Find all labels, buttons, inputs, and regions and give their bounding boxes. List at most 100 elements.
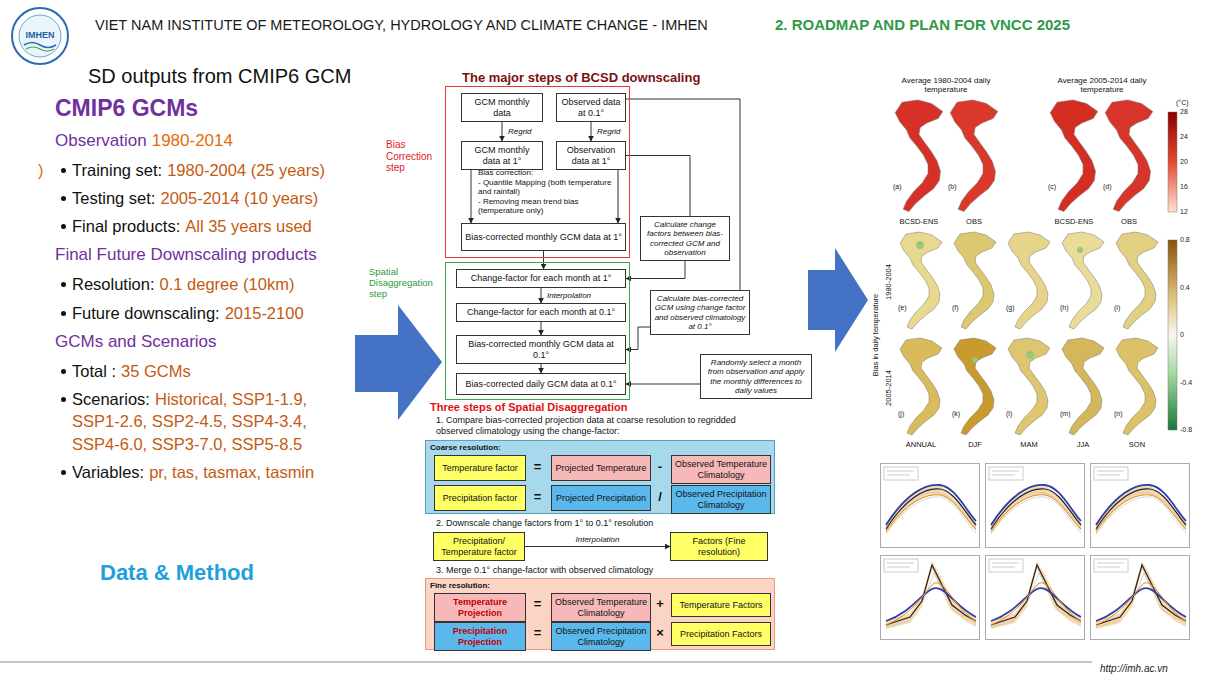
colorbar-tick: -0.4 xyxy=(1180,379,1200,387)
label-wrap: (°C) xyxy=(1176,99,1204,107)
label-wrap: 0.8 xyxy=(1180,236,1200,244)
season-label: JJA xyxy=(1055,440,1111,449)
list-text: Final products: xyxy=(72,217,180,235)
edge-label: Interpolation xyxy=(575,535,619,545)
factor-box: Factors (Fine resolution) xyxy=(670,532,768,561)
term-box: Precipitation Projection xyxy=(434,622,526,651)
text-row: Testing set:2005-2014 (10 years) xyxy=(40,187,352,209)
svg-use xyxy=(881,556,980,640)
connector xyxy=(543,251,544,269)
label-wrap: Bias in daily temperature xyxy=(871,270,881,400)
operator: - xyxy=(650,454,670,480)
text-row: Observation1980-2014 xyxy=(40,129,352,153)
panel-letter: (h) xyxy=(1060,304,1076,312)
edge-label-patch: Interpolation xyxy=(545,291,593,301)
process-box: Change-factor for each month at 0.1° xyxy=(456,303,626,322)
node-text: Precipitation Projection xyxy=(438,626,522,647)
factor-box: Precipitation/ Temperature factor xyxy=(433,532,525,561)
panel-letter: (i) xyxy=(1114,304,1130,312)
map-row xyxy=(895,100,1152,212)
list-text: Final Future Downscaling products xyxy=(55,245,317,264)
svg-use xyxy=(986,464,1085,548)
connector xyxy=(626,261,685,279)
svg-use xyxy=(954,232,996,329)
label-wrap: IMHEN xyxy=(18,30,62,41)
title-wrap: SD outputs from CMIP6 GCM xyxy=(88,64,428,88)
operator: × xyxy=(650,621,670,645)
label-wrap: MAM xyxy=(1001,440,1057,449)
node-text: Precipitation/ Temperature factor xyxy=(437,536,521,557)
svg-path xyxy=(26,47,54,51)
process-box: Bias-corrected monthly GCM data at 1° xyxy=(461,223,626,251)
flow-title: The major steps of BCSD downscaling xyxy=(462,70,782,86)
term-box: Projected Temperature xyxy=(551,455,651,481)
label-wrap: (e) xyxy=(898,304,914,312)
resolution-band: Fine resolution:Temperature ProjectionOb… xyxy=(425,578,775,650)
label-wrap: BCSD-ENS xyxy=(889,217,949,226)
section-heading: 2. ROADMAP AND PLAN FOR VNCC 2025 xyxy=(775,16,1175,34)
process-box: Change-factor for each month at 1° xyxy=(456,269,626,288)
text-row: )Training set:1980-2004 (25 years) xyxy=(40,159,352,181)
label-wrap: -0.8 xyxy=(1180,426,1200,434)
slide-title: SD outputs from CMIP6 GCM xyxy=(88,64,428,88)
label-wrap: (l) xyxy=(1006,410,1022,418)
list-text: GCMs and Scenarios xyxy=(55,332,217,351)
node-text: Temperature Factors xyxy=(679,600,762,610)
svg-use xyxy=(1062,232,1104,329)
connector xyxy=(525,546,670,547)
colorbar-tick: 16 xyxy=(1180,183,1200,191)
label-wrap: = xyxy=(525,621,550,645)
note-box: Calculate change factors between bias-co… xyxy=(640,216,730,261)
label-wrap: OBS xyxy=(1099,217,1159,226)
label-wrap: 1. Compare bias-corrected projection dat… xyxy=(436,415,774,437)
label-wrap: (j) xyxy=(898,410,914,418)
label-wrap: Three steps of Spatial Disaggregation xyxy=(430,401,775,414)
season-label: SON xyxy=(1109,440,1165,449)
operator: = xyxy=(525,484,550,510)
step-text: 1. Compare bias-corrected projection dat… xyxy=(436,415,774,437)
text-row: Final Future Downscaling products xyxy=(40,243,352,267)
node-text: Observed Precipitation Climatology xyxy=(555,626,647,647)
axis-label: 1980-2004 xyxy=(884,252,894,312)
label-wrap: Data & Method xyxy=(100,560,340,586)
label-wrap: (a) xyxy=(893,183,909,191)
section-label: Data & Method xyxy=(100,560,340,586)
label-wrap: = xyxy=(525,484,550,510)
node-text: Temperature Projection xyxy=(438,597,522,618)
node-text: Factors (Fine resolution) xyxy=(674,536,764,557)
map-caption: BCSD-ENS xyxy=(1044,217,1104,226)
node-text: Calculate bias-corrected GCM using chang… xyxy=(654,294,746,331)
svg-use xyxy=(881,464,980,548)
step-region: Spatial Disaggregation stepChange-factor… xyxy=(445,262,630,400)
bullet-dot xyxy=(61,470,66,475)
node-text: Randomly select a month from observation… xyxy=(704,358,808,395)
term-box: Projected Precipitation xyxy=(551,485,651,511)
label-wrap: (h) xyxy=(1060,304,1076,312)
svg-use xyxy=(986,556,1085,640)
list-text: 1980-2014 xyxy=(152,131,233,150)
panel-letter: (k) xyxy=(952,410,968,418)
label-wrap: DJF xyxy=(947,440,1003,449)
panel-letter: (f) xyxy=(952,304,968,312)
process-box: GCM monthly data at 1° xyxy=(461,141,543,170)
label-wrap: 2. Downscale change factors from 1° to 0… xyxy=(436,518,774,529)
label-wrap: (n) xyxy=(1114,410,1130,418)
season-label: DJF xyxy=(947,440,1003,449)
node-text: GCM monthly data at 1° xyxy=(465,145,539,166)
connector xyxy=(626,99,740,290)
map-caption: OBS xyxy=(944,217,1004,226)
node-text: Change-factor for each month at 1° xyxy=(471,273,612,283)
step-region: Bias Correction stepGCM monthly dataObse… xyxy=(445,86,630,258)
map-caption: BCSD-ENS xyxy=(889,217,949,226)
connector xyxy=(626,384,700,385)
operator: / xyxy=(650,484,670,510)
map-row xyxy=(900,232,1158,329)
colorbar-tick: 12 xyxy=(1180,208,1200,216)
node-text: Bias-corrected daily GCM data at 0.1° xyxy=(465,379,616,389)
list-text: Training set: xyxy=(72,161,162,179)
colorbar-unit: (°C) xyxy=(1176,99,1204,107)
bullet-dot xyxy=(61,168,66,173)
process-box: Bias-corrected daily GCM data at 0.1° xyxy=(456,373,626,395)
term-box: Observed Precipitation Climatology xyxy=(671,485,771,514)
